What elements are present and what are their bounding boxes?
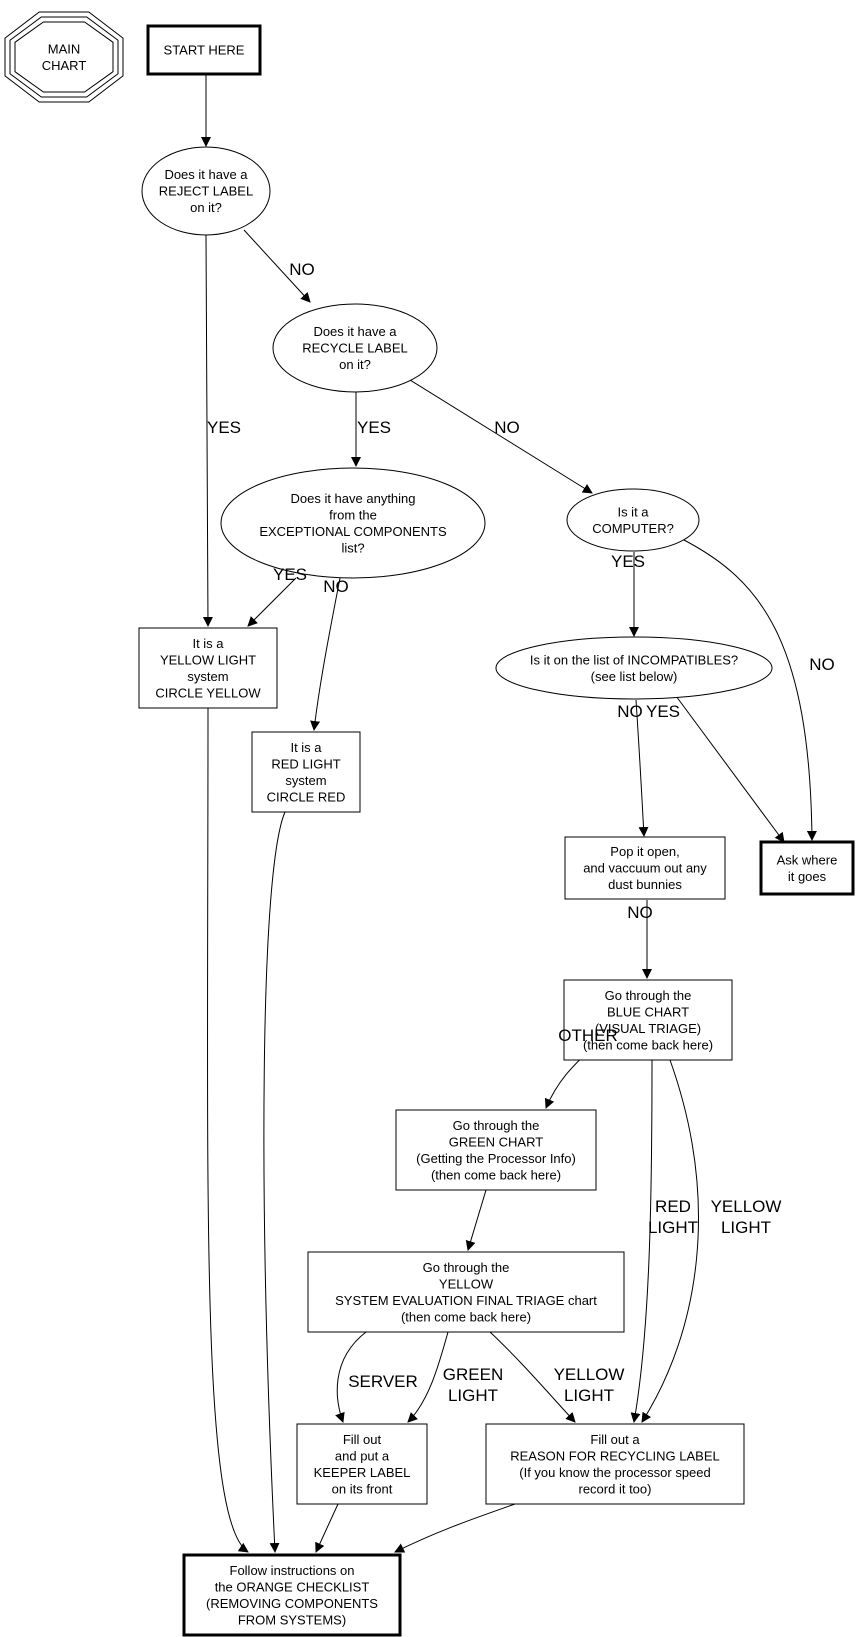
process-box (251, 731, 361, 813)
node-start[interactable]: START HERE (146, 24, 262, 76)
edge-incompat-to-pop (635, 699, 649, 837)
process-box (485, 1423, 745, 1505)
edge-yellowchart-to-keeper (335, 1331, 367, 1423)
edge-yellowlight-to-orange (207, 707, 249, 1553)
decision-ellipse (566, 488, 700, 552)
edge-label: YES (611, 552, 645, 571)
edge-blue-to-reason (641, 1059, 699, 1423)
process-box (182, 1553, 402, 1637)
process-box (146, 24, 262, 76)
process-box (395, 1109, 597, 1191)
decision-ellipse (495, 636, 773, 700)
edge-keeper-to-orange (315, 1503, 339, 1553)
process-box (138, 627, 278, 709)
edge-reject-to-recycle (243, 229, 311, 303)
edge-label: YES (357, 418, 391, 437)
edge-label: NO (289, 260, 315, 279)
node-label: Is it on the list of INCOMPATIBLES?(see … (530, 652, 738, 684)
edge-label: NO (494, 418, 520, 437)
edge-reason-to-orange (394, 1503, 516, 1553)
edge-label: SERVER (348, 1372, 418, 1391)
octagon-border (14, 21, 114, 93)
edge-label: YES (273, 565, 307, 584)
edge-label: YES (207, 418, 241, 437)
process-box (759, 840, 855, 896)
edge-label: NO (323, 577, 349, 596)
edge-label: YES (646, 702, 680, 721)
decision-ellipse (272, 303, 438, 393)
process-box (564, 836, 726, 900)
node-incompat[interactable]: Is it on the list of INCOMPATIBLES?(see … (495, 636, 773, 700)
edge-yellowchart-to-keeper (407, 1331, 449, 1423)
decision-ellipse (141, 146, 271, 236)
edge-incompat-to-ask (675, 695, 785, 843)
edge-blue-to-reason (630, 1059, 653, 1423)
edge-label: NO (617, 702, 643, 721)
edge-label: NO (809, 655, 835, 674)
process-box (307, 1251, 625, 1333)
process-box (296, 1423, 428, 1505)
edge-reject-to-yellowlight (202, 234, 213, 627)
edge-recycle-to-computer (409, 379, 593, 494)
edge-exceptional-to-yellowlight (247, 577, 297, 627)
edge-label: OTHER (558, 1026, 618, 1045)
node-label: START HERE (164, 43, 245, 58)
edge-label: NO (627, 903, 653, 922)
edge-green-to-yellowchart (465, 1189, 487, 1251)
process-box (563, 979, 733, 1061)
edge-yellowchart-to-reason (489, 1331, 576, 1423)
decision-ellipse (220, 467, 486, 579)
edge-redlight-to-orange (263, 811, 286, 1553)
edge-computer-to-ask (683, 539, 817, 841)
edge-exceptional-to-redlight (310, 577, 341, 731)
